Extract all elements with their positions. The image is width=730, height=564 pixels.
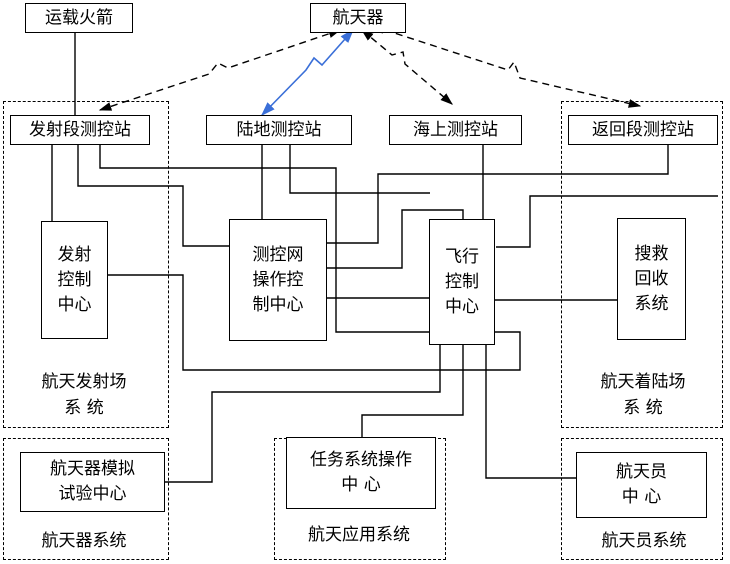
label-spacecraft-system: 航天器系统 [41, 531, 127, 551]
group-astronaut-system [561, 438, 723, 560]
radio-links [98, 25, 642, 111]
group-landing-site [561, 101, 723, 428]
group-spacecraft-system [3, 438, 169, 560]
node-rocket: 运载火箭 [25, 3, 133, 33]
link-spacecraft-return-station [371, 25, 642, 108]
label-application-system: 航天应用系统 [308, 525, 410, 545]
node-sea-station: 海上测控站 [389, 115, 522, 145]
node-launch-station: 发射段测控站 [10, 115, 150, 145]
node-launch-control: 发射 控制 中心 [41, 221, 108, 339]
node-sim-center: 航天器模拟 试验中心 [20, 452, 165, 512]
node-search-rescue: 搜救 回收 系统 [617, 218, 686, 340]
group-launch-site [3, 101, 169, 428]
node-tt-network-center: 测控网 操作控 制中心 [229, 219, 327, 341]
label-astronaut-system: 航天员系统 [601, 531, 687, 551]
label-landing-site: 航天着陆场 系 统 [600, 372, 686, 418]
node-flight-control: 飞行 控制 中心 [429, 219, 495, 345]
node-spacecraft: 航天器 [310, 3, 406, 33]
node-land-station: 陆地测控站 [206, 115, 352, 145]
wires [51, 32, 718, 483]
node-mission-ops: 任务系统操作 中 心 [286, 437, 436, 509]
node-return-station: 返回段测控站 [568, 115, 718, 145]
link-spacecraft-land-station [260, 28, 354, 117]
link-spacecraft-sea-station [361, 29, 453, 105]
link-spacecraft-launch-station [98, 29, 342, 111]
node-astronaut-center: 航天员 中 心 [576, 452, 707, 518]
label-launch-site: 航天发射场 系 统 [41, 372, 127, 418]
